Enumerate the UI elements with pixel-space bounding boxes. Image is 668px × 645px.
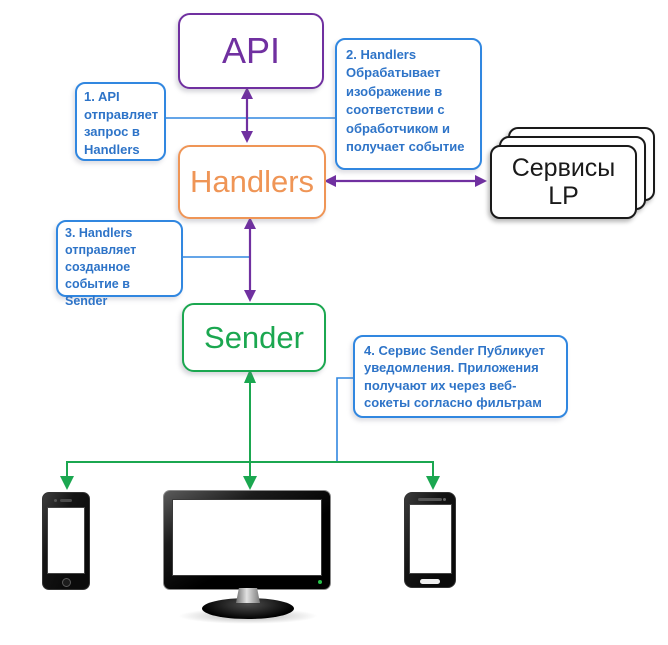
- arrow-handlers-sender-head-up: [244, 217, 256, 229]
- arrow-api-handlers-head-down: [241, 131, 253, 143]
- node-handlers: Handlers: [178, 145, 326, 219]
- monitor-power-led-icon: [318, 580, 322, 584]
- node-sender: Sender: [182, 303, 326, 372]
- callout-4-sender-publishes: 4. Сервис Sender Публикует уведомления. …: [353, 335, 568, 418]
- head-left-phone: [60, 476, 74, 490]
- head-monitor: [243, 476, 257, 490]
- callout-3-text: 3. Handlers отправляет созданное событие…: [65, 226, 137, 308]
- services-label-line1: Сервисы: [511, 154, 616, 182]
- callout-1-api-request: 1. API отправляет запрос в Handlers: [75, 82, 166, 161]
- callout-2-handlers-processing: 2. Handlers Обрабатывает изображение в с…: [335, 38, 482, 170]
- phone-camera-icon: [54, 499, 57, 502]
- callout-1-text: 1. API отправляет запрос в Handlers: [84, 89, 159, 157]
- phone-speaker-icon: [418, 497, 442, 501]
- node-sender-label: Sender: [204, 319, 304, 355]
- callout-2-text: 2. Handlers Обрабатывает изображение в с…: [346, 47, 465, 155]
- phone-camera-icon: [443, 497, 446, 501]
- arrow-api-handlers-head-up: [241, 87, 253, 99]
- monitor-icon: [163, 490, 331, 590]
- smartphone-left-icon: [42, 492, 90, 590]
- callout-4-connector: [336, 377, 353, 461]
- node-handlers-label: Handlers: [189, 164, 315, 199]
- node-api: API: [178, 13, 324, 89]
- arrow-handlers-services-head-left: [324, 175, 336, 187]
- phone-screen: [47, 507, 85, 574]
- monitor-base: [202, 598, 294, 619]
- arrow-handlers-sender-head-down: [244, 290, 256, 302]
- phone-home-button-icon: [61, 577, 71, 587]
- monitor-stand: [236, 588, 260, 603]
- node-services-lp: Сервисы LP: [490, 145, 637, 219]
- arrow-handlers-services-head-right: [475, 175, 487, 187]
- head-right-phone: [426, 476, 440, 490]
- node-api-label: API: [221, 30, 281, 71]
- callout-3-handlers-sends-event: 3. Handlers отправляет созданное событие…: [56, 220, 183, 308]
- phone-earpiece-icon: [60, 499, 72, 502]
- sender-head-up: [244, 369, 256, 383]
- monitor-screen: [172, 499, 322, 576]
- phone-screen: [408, 504, 452, 574]
- services-label-line2: LP: [548, 182, 579, 210]
- phone-home-bar-icon: [420, 579, 440, 584]
- callout-4-text: 4. Сервис Sender Публикует уведомления. …: [364, 343, 546, 410]
- smartphone-right-icon: [404, 492, 456, 588]
